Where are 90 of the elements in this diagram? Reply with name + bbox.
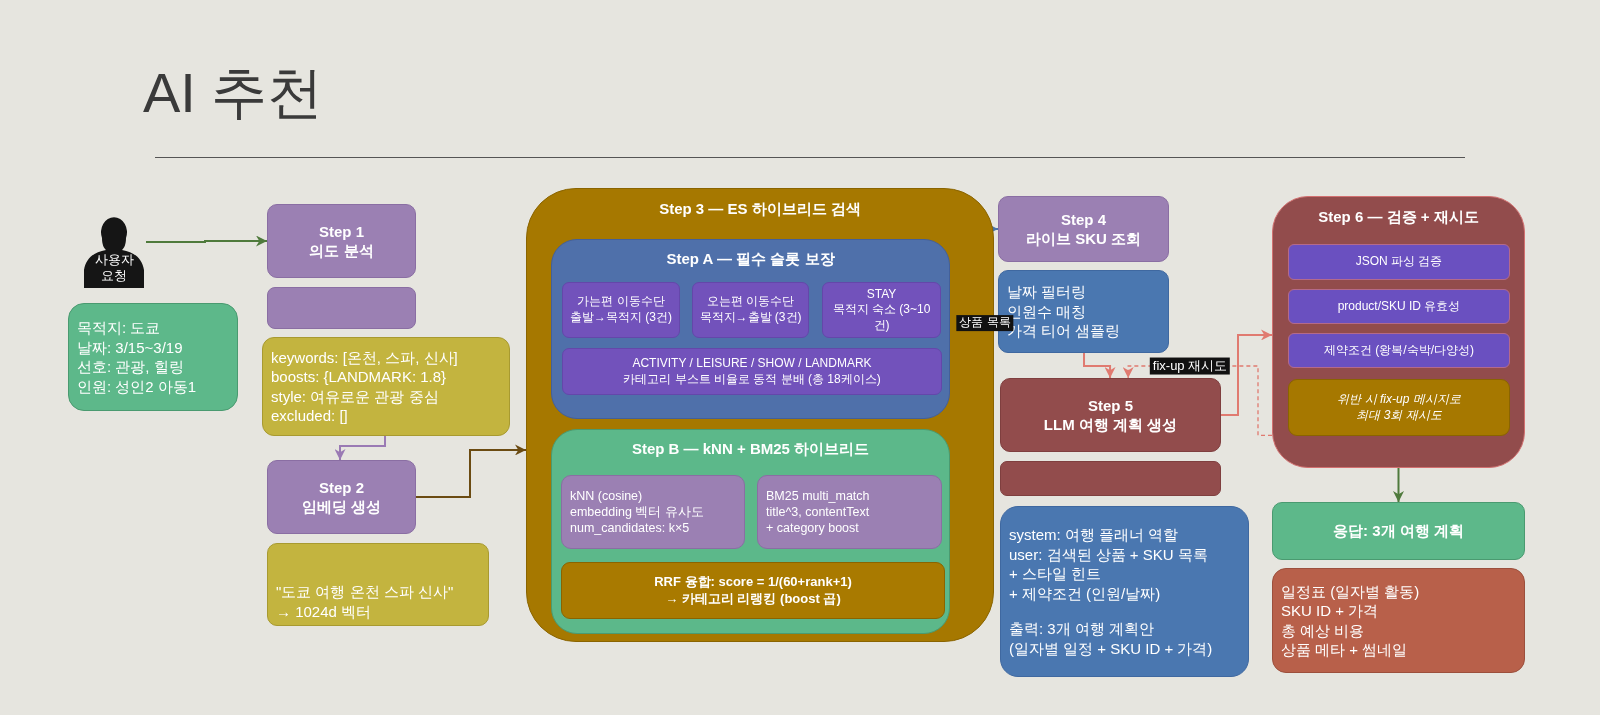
method-text: title^3, contentText — [766, 503, 870, 521]
method-text: embedding 벡터 유사도 — [570, 503, 704, 521]
step-box — [998, 196, 1169, 262]
check-box — [1288, 244, 1510, 280]
info-line: 인원: 성인2 아동1 — [77, 376, 197, 396]
method-box — [757, 475, 942, 549]
slot-text: 목적지 숙소 (3~10건) — [831, 302, 932, 334]
slot-text: 가는편 이동수단 — [577, 294, 665, 310]
info-line: 선호: 관광, 힐링 — [77, 357, 184, 377]
arrow — [1083, 352, 1116, 379]
method-box — [561, 475, 745, 549]
output-box — [267, 543, 489, 626]
step-label: Step 1 — [319, 221, 364, 241]
slot-text: 오는편 이동수단 — [706, 294, 795, 310]
output-line: excluded: [] — [271, 406, 348, 426]
slot-text: 카테고리 부스트 비율로 동적 분배 (총 18케이스) — [623, 371, 881, 388]
step-label: LLM 여행 계획 생성 — [1043, 415, 1178, 435]
method-text: + category boost — [766, 520, 859, 537]
arrow — [334, 435, 386, 461]
slide-title: AI 추천 — [143, 62, 324, 124]
prompt-line: + 제약조건 (인원/날짜) — [1009, 583, 1161, 603]
fusion-text: → 카테고리 리랭킹 (boost 곱) — [665, 590, 841, 608]
output-line: keywords: [온천, 스파, 신사] — [271, 347, 458, 367]
prompt-line: 출력: 3개 여행 계획안 — [1009, 619, 1154, 639]
arrow — [1220, 329, 1273, 416]
output-line: → 1024d 벡터 — [276, 601, 372, 621]
method-text: BM25 multi_match — [766, 487, 870, 504]
arrow — [415, 444, 527, 498]
person-label: 사용자 요청 — [93, 252, 135, 284]
check-text: JSON 파싱 검증 — [1355, 254, 1443, 270]
output-line: style: 여유로운 관광 중심 — [271, 386, 439, 406]
output-line: boosts: {LANDMARK: 1.8} — [271, 367, 447, 387]
slot-text: STAY — [865, 286, 898, 303]
response-detail-box — [1272, 568, 1525, 673]
output-line: "도쿄 여행 온천 스파 신사" — [276, 582, 454, 602]
step-box — [267, 204, 416, 278]
group-panel — [551, 429, 950, 634]
step-label: Step 4 — [1061, 209, 1106, 229]
response-line: SKU ID + 가격 — [1281, 601, 1379, 621]
method-text: kNN (cosine) — [570, 487, 643, 504]
group-panel — [1272, 196, 1525, 468]
slot-text: ACTIVITY / LEISURE / SHOW / LANDMARK — [632, 355, 872, 372]
arrow — [1393, 467, 1404, 503]
output-box — [262, 337, 510, 436]
step-label: Step 5 — [1088, 395, 1133, 415]
retry-box — [1288, 379, 1510, 436]
info-line: 날짜: 3/15~3/19 — [77, 337, 183, 357]
check-box — [1288, 289, 1510, 324]
response-text: 응답: 3개 여행 계획 — [1333, 521, 1464, 541]
fusion-box — [561, 562, 945, 619]
method-text: num_candidates: k×5 — [570, 520, 690, 537]
prompt-line: system: 여행 플래너 역할 — [1009, 525, 1179, 545]
group-heading: Step A — 필수 슬롯 보장 — [666, 249, 835, 269]
slot-text: 목적지→출발 (3건) — [699, 310, 802, 326]
info-box — [68, 303, 238, 411]
step-label: 임베딩 생성 — [301, 497, 382, 517]
check-text: product/SKU ID 유효성 — [1337, 298, 1461, 315]
step-label: 의도 분석 — [309, 241, 374, 261]
prompt-line: user: 검색된 상품 + SKU 목록 — [1009, 544, 1208, 564]
slot-box — [822, 282, 941, 338]
model-box — [267, 287, 416, 329]
info-line: 목적지: 도쿄 — [77, 318, 161, 338]
check-box — [1288, 333, 1510, 368]
step-label: 라이브 SKU 조회 — [1026, 229, 1141, 249]
response-line: 총 예상 비용 — [1281, 620, 1365, 640]
retry-text: 최대 3회 재시도 — [1356, 407, 1442, 424]
model-box — [1000, 461, 1221, 496]
group-heading: Step 6 — 검증 + 재시도 — [1318, 207, 1479, 227]
step-box — [267, 460, 416, 534]
step-label: Step 2 — [319, 477, 364, 497]
slot-text: 출발→목적지 (3건) — [570, 310, 672, 326]
prompt-line: + 스타일 힌트 — [1009, 564, 1102, 584]
edge-label: fix-up 재시도 — [1149, 357, 1231, 375]
slot-box — [692, 282, 809, 338]
response-line: 상품 메타 + 썸네일 — [1281, 640, 1408, 660]
group-heading: Step 3 — ES 하이브리드 검색 — [659, 199, 861, 219]
response-box — [1272, 502, 1525, 560]
prompt-line: (일자별 일정 + SKU ID + 가격) — [1009, 638, 1213, 658]
fusion-text: RRF 융합: score = 1/(60+rank+1) — [654, 573, 852, 591]
response-line: 일정표 (일자별 활동) — [1281, 581, 1420, 601]
retry-text: 위반 시 fix-up 메시지로 — [1337, 391, 1461, 408]
filter-line: 날짜 필터링 — [1007, 282, 1087, 302]
group-heading: Step B — kNN + BM25 하이브리드 — [631, 439, 870, 459]
step-box — [1000, 378, 1221, 452]
group-panel — [551, 239, 950, 419]
slot-box — [562, 282, 680, 338]
arrow — [145, 235, 268, 247]
prompt-box — [1000, 506, 1249, 677]
check-text: 제약조건 (왕복/숙박/다양성) — [1324, 342, 1474, 359]
slot-box — [562, 348, 942, 395]
